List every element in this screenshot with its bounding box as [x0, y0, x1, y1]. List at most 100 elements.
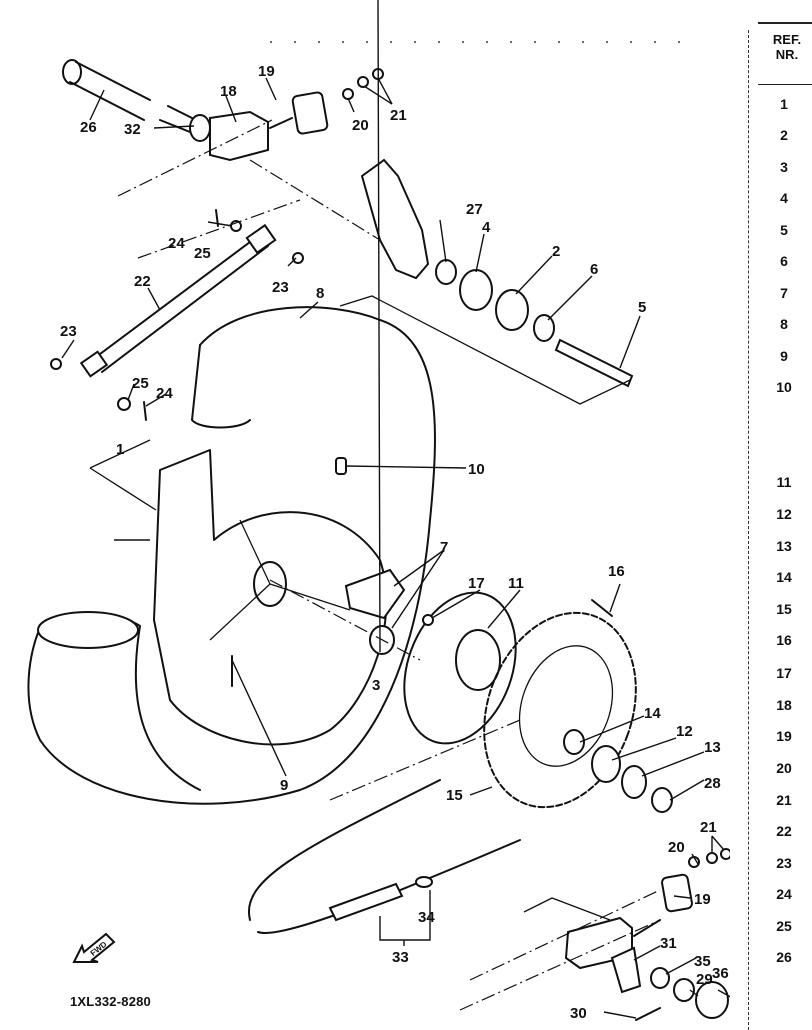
ref-number-row: 21 [776, 792, 792, 808]
nut-25-lower [117, 397, 131, 411]
forward-direction-arrow-icon: FWD [72, 932, 116, 963]
collar-28 [651, 787, 673, 813]
ref-number-row: 11 [776, 474, 792, 490]
brake-component-7 [344, 568, 406, 620]
ref-number-row: 19 [776, 728, 792, 744]
ref-number-row: 14 [776, 569, 792, 585]
callout-11: 11 [508, 575, 524, 592]
callout-32: 32 [124, 121, 141, 138]
collar-14 [563, 729, 585, 755]
callout-36: 36 [712, 965, 729, 982]
chain-adjuster-right [564, 848, 730, 1021]
ref-number-row: 22 [776, 823, 792, 839]
ref-number-row: 7 [780, 285, 788, 301]
hub-bearings [435, 259, 634, 388]
callout-30: 30 [570, 1005, 587, 1022]
callout-33: 33 [392, 949, 409, 966]
tire [27, 306, 436, 805]
ref-number-row: 15 [776, 601, 792, 617]
callout-9: 9 [280, 777, 288, 794]
callout-21-top: 21 [390, 107, 407, 124]
centerline [137, 199, 301, 259]
callout-19-top: 19 [258, 63, 275, 80]
rear-sprocket [483, 611, 637, 809]
swingarm-bracket [360, 158, 430, 280]
centerline [469, 889, 661, 981]
centerline [329, 719, 521, 801]
callout-20-bottom: 20 [668, 839, 685, 856]
ref-number-row: 5 [780, 222, 788, 238]
ref-number-row: 16 [776, 632, 792, 648]
callout-19-bottom: 19 [694, 891, 711, 908]
callout-27: 27 [466, 201, 483, 218]
damper [335, 457, 347, 475]
callout-13: 13 [704, 739, 721, 756]
ref-number-row: 2 [780, 127, 788, 143]
chain-adjuster-left [189, 91, 329, 162]
callout-22: 22 [134, 273, 151, 290]
callout-35: 35 [694, 953, 711, 970]
ref-number-row: 13 [776, 538, 792, 554]
callout-20-top: 20 [352, 117, 369, 134]
bolt-16 [591, 599, 613, 617]
bearing-12 [591, 745, 621, 783]
callout-leaders [61, 0, 730, 1019]
callout-31: 31 [660, 935, 677, 952]
centerline [269, 579, 421, 661]
oil-seal-13 [621, 765, 647, 799]
brake-torque-rod [79, 223, 277, 378]
callout-25-upper: 25 [194, 245, 211, 262]
cotter-pin-24-lower [143, 401, 147, 421]
callout-4: 4 [482, 219, 491, 236]
callout-2: 2 [552, 243, 560, 260]
callout-1: 1 [116, 441, 124, 458]
callout-6: 6 [590, 261, 598, 278]
ref-number-row: 24 [776, 886, 792, 902]
callout-8: 8 [316, 285, 324, 302]
table-header-rule [758, 84, 812, 85]
ref-number-row: 17 [776, 665, 792, 681]
ref-number-row: 6 [780, 253, 788, 269]
centerline [249, 159, 381, 241]
callout-29: 29 [696, 971, 713, 988]
ref-number-row: 1 [780, 96, 788, 112]
header-ref: REF. [772, 32, 802, 47]
callout-21-bottom: 21 [700, 819, 717, 836]
callout-23-lower: 23 [60, 323, 77, 340]
callout-12: 12 [676, 723, 693, 740]
bracket-line [339, 295, 631, 405]
callout-5: 5 [638, 299, 646, 316]
table-header: REF. NR. [762, 32, 812, 62]
exploded-parts-diagram: 1 2 3 4 5 6 7 8 9 10 11 12 13 14 15 16 1… [27, 0, 730, 1022]
callout-34: 34 [418, 909, 435, 926]
catalog-code: 1XL332-8280 [70, 994, 151, 1009]
ref-number-row: 10 [776, 379, 792, 395]
bracket-line [89, 439, 157, 511]
callout-17: 17 [468, 575, 485, 592]
centerline [117, 119, 273, 197]
callout-24-lower: 24 [156, 385, 173, 402]
callout-18: 18 [220, 83, 237, 100]
callout-10: 10 [468, 461, 485, 478]
callout-23-upper: 23 [272, 279, 289, 296]
ref-number-row: 9 [780, 348, 788, 364]
header-nr: NR. [775, 47, 799, 62]
callout-28: 28 [704, 775, 721, 792]
callout-15: 15 [446, 787, 463, 804]
table-left-border [748, 30, 749, 1030]
ref-number-row: 23 [776, 855, 792, 871]
table-top-rule [758, 22, 812, 24]
nut-17 [422, 614, 434, 626]
axle [62, 59, 197, 133]
bolt-23-lower [50, 358, 62, 370]
ref-number-row: 12 [776, 506, 792, 522]
ref-number-row: 25 [776, 918, 792, 934]
drive-chain [247, 779, 521, 934]
callout-14: 14 [644, 705, 661, 722]
sprocket-hub [403, 591, 517, 745]
ref-number-row: 8 [780, 316, 788, 332]
ref-number-row: 4 [780, 190, 788, 206]
bolt-23-upper [292, 252, 304, 264]
callout-16: 16 [608, 563, 625, 580]
